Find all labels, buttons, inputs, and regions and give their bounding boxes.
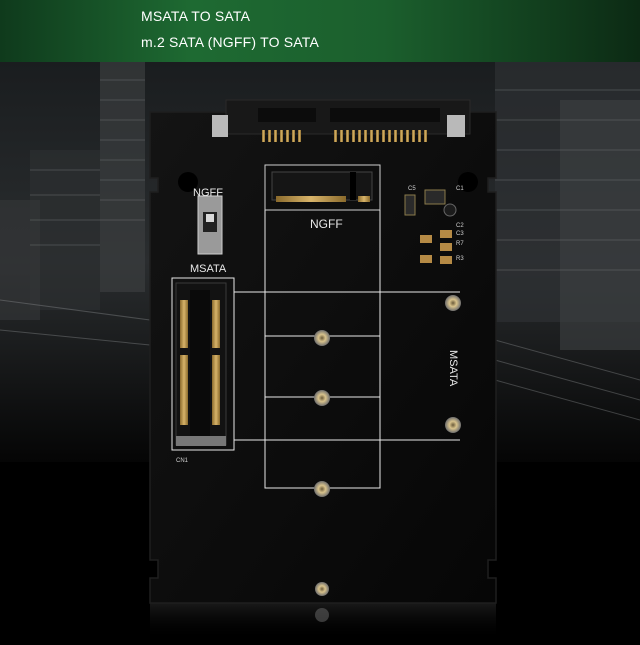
board-reflection	[150, 603, 496, 640]
msata-switch-label: MSATA	[190, 263, 227, 275]
designator-r7: R7	[456, 241, 464, 247]
title-line-ngff: m.2 SATA (NGFF) TO SATA	[141, 34, 320, 50]
title-line-msata: MSATA TO SATA	[141, 8, 251, 24]
component-designators: C1 C2 R7 R3 C5 C3 CN1	[176, 186, 464, 464]
designator-c3: C3	[456, 231, 464, 237]
smd-components	[404, 189, 457, 264]
ngff-switch-label: NGFF	[193, 187, 223, 199]
mode-switch	[197, 195, 223, 255]
ngff-slot	[264, 164, 381, 211]
adapter-board: NGFF NGFF MSATA MSATA C1 C2 R7 R3 C5 C3 …	[149, 99, 497, 604]
designator-r3: R3	[456, 256, 464, 262]
msata-slot	[175, 282, 227, 446]
designator-c1: C1	[456, 186, 464, 192]
sata-connector	[212, 99, 471, 142]
designator-c5: C5	[408, 186, 416, 192]
designator-cn1: CN1	[176, 458, 189, 464]
msata-side-label: MSATA	[447, 350, 459, 387]
title-banner: MSATA TO SATA m.2 SATA (NGFF) TO SATA	[0, 0, 640, 62]
ngff-slot-label: NGFF	[310, 217, 343, 231]
designator-c2: C2	[456, 223, 464, 229]
mounting-screws	[314, 295, 461, 596]
